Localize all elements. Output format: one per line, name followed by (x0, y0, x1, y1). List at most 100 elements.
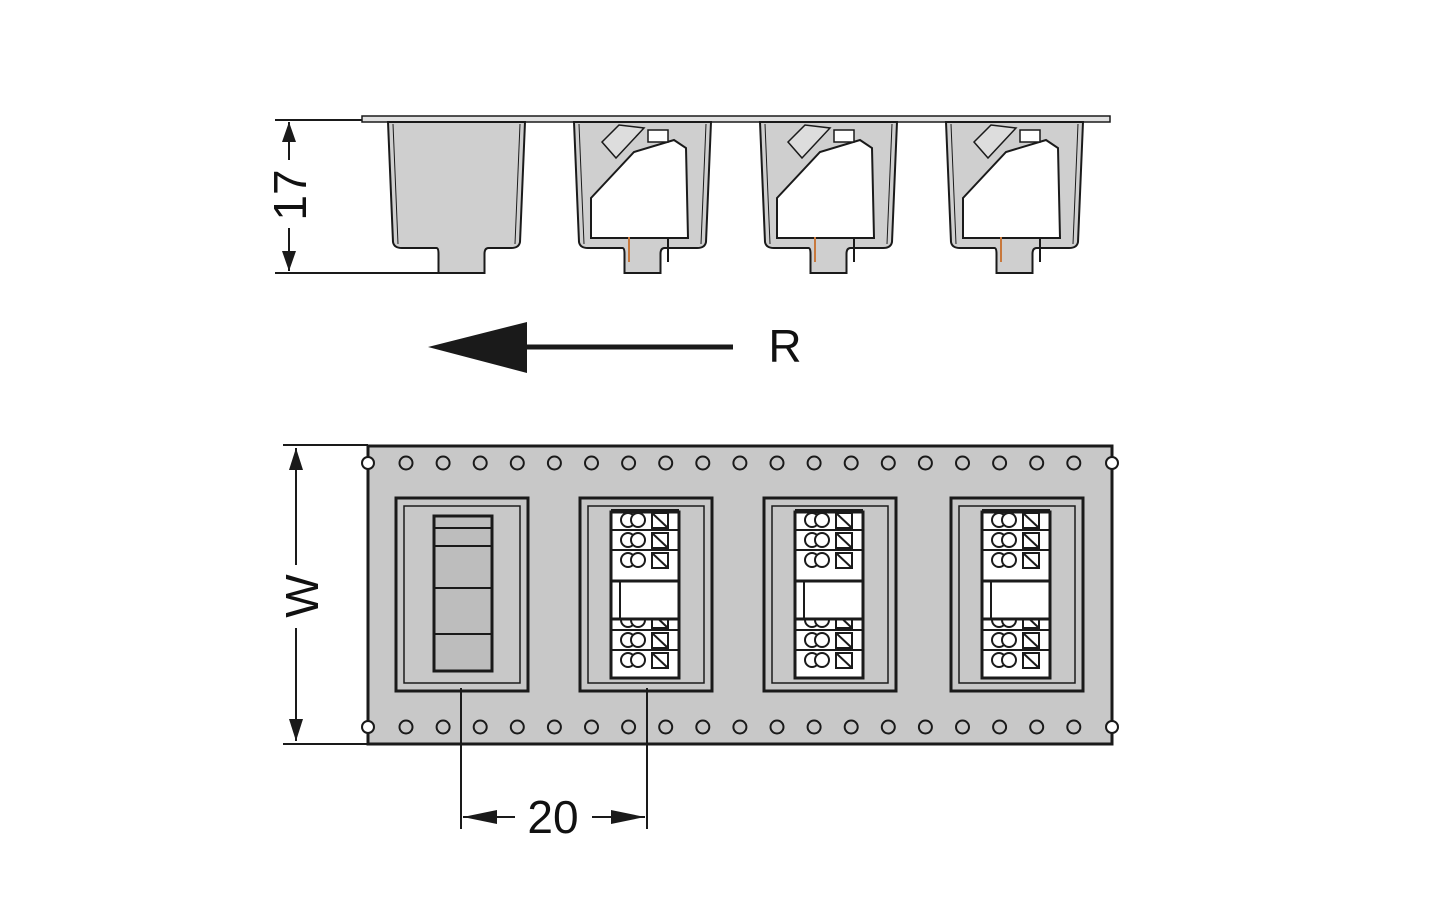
sprocket-hole (1029, 719, 1045, 735)
sprocket-hole (584, 719, 599, 735)
clamp-opening (1001, 532, 1017, 548)
actuator-slot (1022, 632, 1040, 649)
clamp-opening (814, 512, 830, 528)
side-pocket (386, 121, 527, 274)
edge-notch (1105, 720, 1119, 734)
sprocket-hole (955, 455, 970, 471)
latch (1019, 129, 1041, 143)
actuator-slot (651, 552, 669, 569)
sprocket-hole (435, 455, 451, 471)
pocket-wall-line (950, 123, 1079, 245)
sprocket-hole (880, 719, 896, 735)
sprocket-hole (806, 455, 822, 471)
width-dimension (283, 444, 368, 745)
sprocket-hole (1029, 455, 1045, 471)
clamp-opening (814, 552, 830, 568)
sprocket-hole (732, 455, 748, 471)
side-pocket (944, 121, 1085, 274)
clamp-opening (814, 532, 830, 548)
top-pocket (762, 496, 898, 693)
clamp-opening (630, 552, 646, 568)
sprocket-hole (992, 455, 1008, 471)
actuator-slot (835, 652, 853, 669)
sprocket-hole (732, 719, 748, 735)
height-dimension (275, 119, 440, 274)
clamp-opening (630, 632, 646, 648)
pitch-dimension-label: 20 (527, 791, 578, 843)
side-pocket (572, 121, 713, 274)
clamp-opening (1001, 552, 1017, 568)
edge-notch (361, 720, 375, 734)
sprocket-hole (1066, 455, 1082, 471)
direction-label: R (768, 320, 801, 372)
side-view (361, 115, 1111, 274)
actuator-slot (651, 512, 669, 529)
top-view (361, 444, 1119, 746)
feed-direction-arrow (428, 322, 733, 373)
push-button (972, 124, 1018, 160)
sprocket-hole (695, 719, 711, 735)
actuator-slot (1022, 552, 1040, 569)
sprocket-hole (398, 455, 414, 471)
top-pocket (578, 496, 714, 693)
width-dimension-label: W (276, 574, 328, 618)
actuator-slot (651, 632, 669, 649)
pocket-cavity (432, 514, 494, 673)
sprocket-hole (806, 719, 822, 735)
sprocket-hole (472, 455, 488, 471)
sprocket-hole (658, 719, 674, 735)
sprocket-hole (472, 719, 488, 735)
marker-area (793, 579, 865, 621)
actuator-slot (835, 632, 853, 649)
marker-area (609, 579, 681, 621)
sprocket-hole (509, 719, 525, 735)
sprocket-hole (695, 455, 711, 471)
terminal-block-side (962, 138, 1062, 239)
sprocket-hole (843, 455, 859, 471)
sprocket-hole (435, 719, 451, 735)
top-pocket (949, 496, 1085, 693)
push-button (786, 124, 832, 160)
pitch-dimension (460, 688, 648, 829)
actuator-slot (835, 532, 853, 549)
actuator-slot (1022, 532, 1040, 549)
sprocket-hole (621, 719, 637, 735)
actuator-slot (651, 652, 669, 669)
terminal-block-side (776, 138, 876, 239)
push-button (600, 124, 646, 160)
pocket-outline (386, 121, 527, 274)
sprocket-hole (398, 719, 414, 735)
sprocket-hole (917, 719, 933, 735)
height-dimension-label: 17 (264, 169, 316, 220)
actuator-slot (1022, 652, 1040, 669)
actuator-slot (651, 532, 669, 549)
sprocket-hole (769, 719, 785, 735)
sprocket-hole (769, 455, 785, 471)
sprocket-hole (843, 719, 859, 735)
side-pocket (758, 121, 899, 274)
top-pocket (394, 496, 530, 693)
actuator-slot (835, 512, 853, 529)
clamp-opening (814, 632, 830, 648)
actuator-slot (835, 552, 853, 569)
sprocket-hole (621, 455, 637, 471)
sprocket-hole (584, 455, 599, 471)
sprocket-hole (992, 719, 1008, 735)
sprocket-hole (880, 455, 896, 471)
pocket-wall-line (578, 123, 707, 245)
latch (833, 129, 855, 143)
latch (647, 129, 669, 143)
marker-area (980, 579, 1052, 621)
pocket-wall-line (392, 123, 521, 245)
clamp-opening (1001, 632, 1017, 648)
clamp-opening (1001, 652, 1017, 668)
actuator-slot (1022, 512, 1040, 529)
sprocket-hole (546, 455, 562, 471)
clamp-opening (814, 652, 830, 668)
edge-notch (1105, 456, 1119, 470)
clamp-opening (630, 532, 646, 548)
terminal-block-side (590, 138, 690, 239)
pocket-wall-line (764, 123, 893, 245)
sprocket-hole (658, 455, 674, 471)
